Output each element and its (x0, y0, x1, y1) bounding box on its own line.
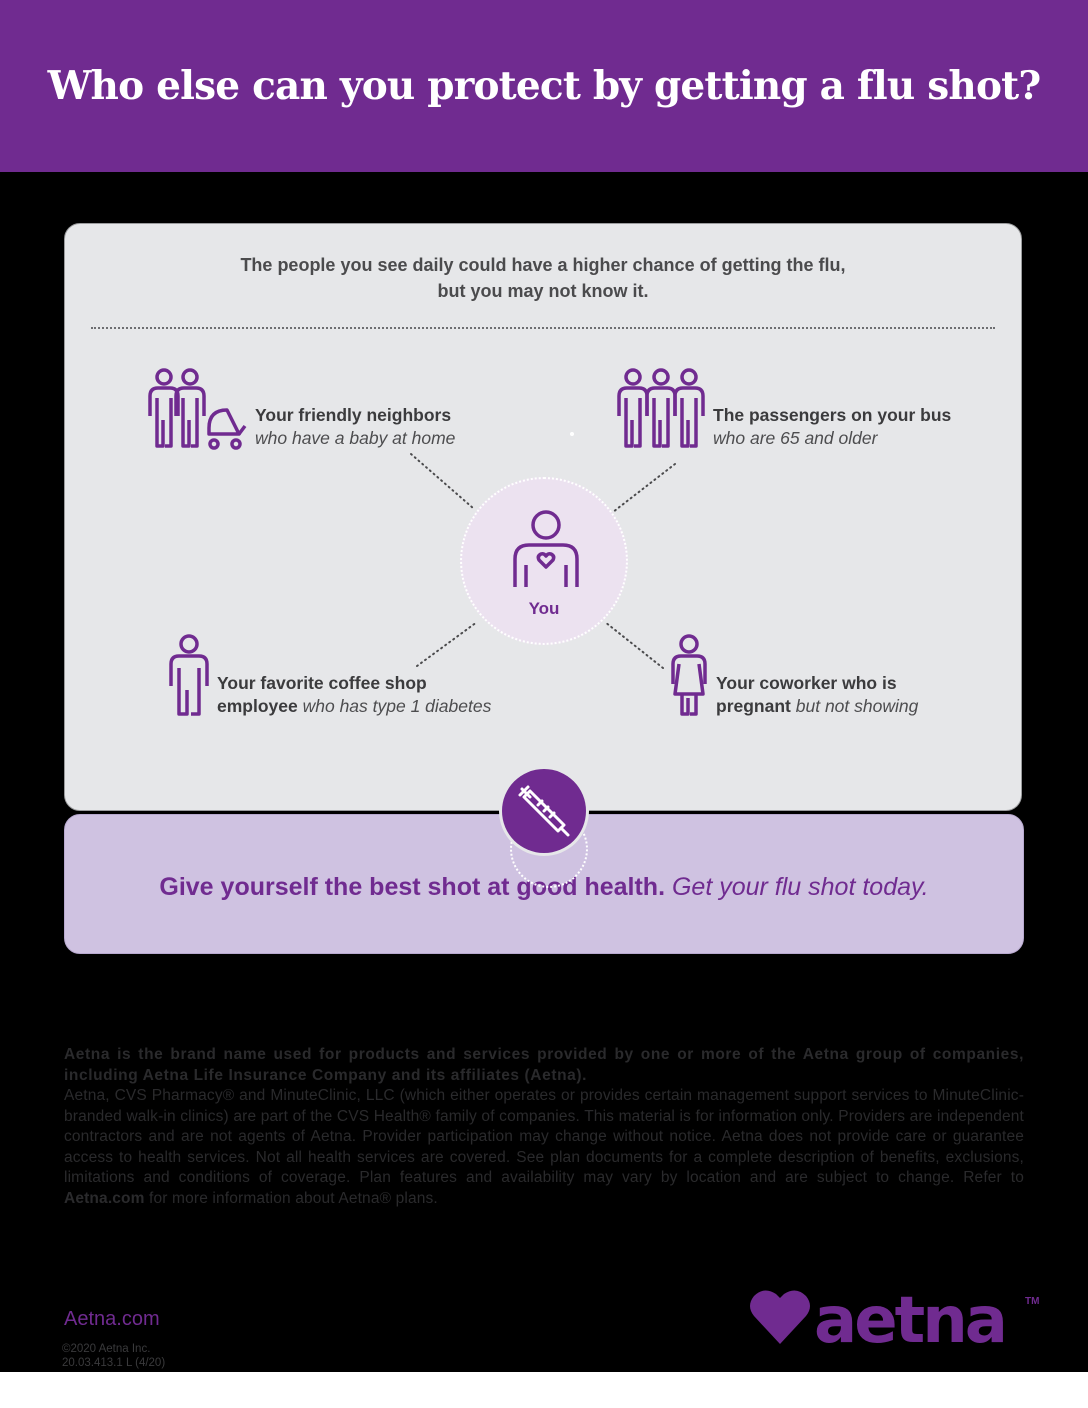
intro-line-1: The people you see daily could have a hi… (240, 255, 846, 275)
cta-bold: Give yourself the best shot at good heal… (159, 873, 666, 901)
copyright-text: ©2020 Aetna Inc. (62, 1343, 151, 1355)
legal-body: Aetna, CVS Pharmacy® and MinuteClinic, L… (64, 1087, 1024, 1207)
trademark-mark: TM (1025, 1296, 1040, 1307)
coffee-title-2: employee (217, 696, 298, 716)
you-label: You (528, 599, 560, 618)
svg-text:aetna: aetna (814, 1284, 1005, 1352)
bus-title: The passengers on your bus (713, 405, 952, 425)
coffee-employee-icon (169, 634, 209, 716)
document-code: 20.03.413.1 L (4/20) (62, 1357, 166, 1369)
aetna-link-inline[interactable]: Aetna.com (64, 1189, 145, 1207)
neighbors-family-icon (148, 368, 247, 450)
page-bottom-margin (0, 1372, 1088, 1408)
page-title: Who else can you protect by getting a fl… (47, 63, 1042, 109)
bus-detail: who are 65 and older (713, 428, 878, 448)
intro-line-2: but you may not know it. (437, 281, 649, 301)
copyright-block: ©2020 Aetna Inc. 20.03.413.1 L (4/20) (62, 1342, 165, 1370)
header-banner: Who else can you protect by getting a fl… (0, 0, 1088, 172)
person-heart-icon (513, 510, 579, 587)
legal-disclaimer: Aetna is the brand name used for product… (64, 1045, 1024, 1209)
dotted-divider (91, 327, 995, 329)
coffee-detail: who has type 1 diabetes (302, 696, 492, 716)
coffee-caption: Your favorite coffee shop employee who h… (217, 672, 491, 718)
info-panel: The people you see daily could have a hi… (64, 223, 1022, 811)
coffee-title: Your favorite coffee shop (217, 673, 427, 693)
cta-italic: Get your flu shot today. (671, 873, 929, 901)
pregnant-coworker-icon (671, 634, 707, 716)
bus-passengers-icon (617, 368, 705, 448)
bus-caption: The passengers on your bus who are 65 an… (713, 404, 951, 450)
website-link[interactable]: Aetna.com (64, 1308, 160, 1330)
coworker-title: Your coworker who is (716, 673, 897, 693)
syringe-icon (518, 785, 570, 837)
intro-text: The people you see daily could have a hi… (65, 252, 1021, 304)
syringe-badge (502, 769, 586, 853)
aetna-logo: aetna (750, 1284, 1008, 1352)
connector-lines (410, 432, 676, 669)
neighbors-caption: Your friendly neighbors who have a baby … (255, 404, 455, 450)
coworker-caption: Your coworker who is pregnant but not sh… (716, 672, 918, 718)
neighbors-detail: who have a baby at home (255, 428, 456, 448)
legal-lead: Aetna is the brand name used for product… (64, 1046, 1024, 1084)
neighbors-title: Your friendly neighbors (255, 405, 452, 425)
coworker-detail: but not showing (795, 696, 919, 716)
you-circle: You (460, 477, 628, 645)
heart-icon (750, 1290, 810, 1344)
cta-text: Give yourself the best shot at good heal… (65, 873, 1023, 902)
coworker-title-2: pregnant (716, 696, 791, 716)
